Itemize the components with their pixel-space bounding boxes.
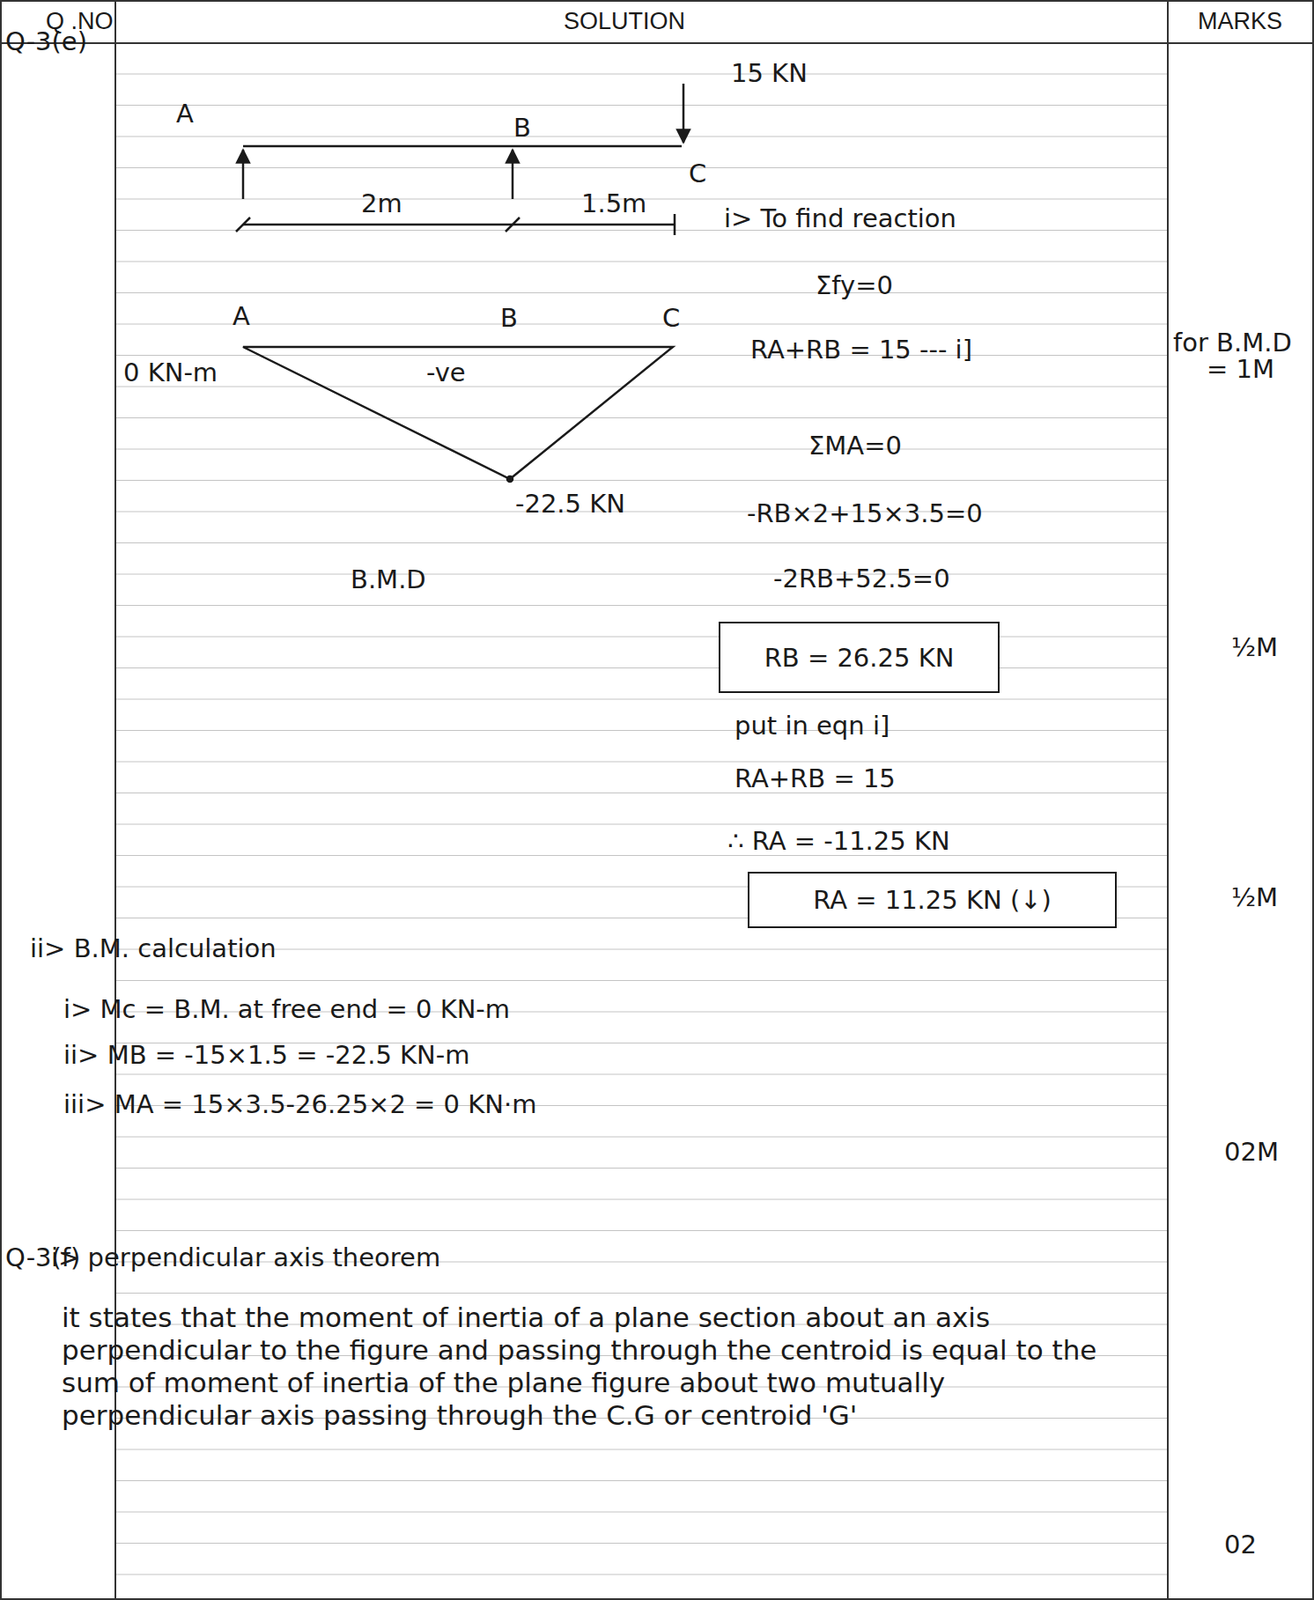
point-label: C <box>688 159 707 189</box>
point-label: B <box>500 303 518 333</box>
beam-sketch <box>236 83 684 482</box>
moment-label: -22.5 KN <box>515 489 626 519</box>
result-text: RA = 11.25 KN (↓) <box>812 885 1052 916</box>
ruled-line <box>115 667 1168 669</box>
ruled-line <box>115 699 1168 701</box>
ruled-line <box>115 479 1168 481</box>
ruled-line <box>115 292 1168 294</box>
ruled-line <box>115 417 1168 419</box>
sign-label: -ve <box>426 358 466 388</box>
marks-note: for B.M.D <box>1173 328 1292 358</box>
point-label: A <box>232 302 251 332</box>
ruled-line <box>115 1449 1168 1451</box>
reaction-arrow <box>242 149 245 200</box>
point-label: C <box>662 303 680 333</box>
equation: RA+RB = 15 --- i] <box>750 335 973 365</box>
ruled-line <box>115 386 1168 388</box>
equation: RA+RB = 15 <box>734 764 896 794</box>
ruled-line <box>115 229 1168 231</box>
marks-note: ½M <box>1231 883 1278 913</box>
ruled-line <box>115 1074 1168 1076</box>
equation: Σfy=0 <box>815 271 894 301</box>
dimension-line <box>243 223 675 227</box>
equation: i> Mc = B.M. at free end = 0 KN-m <box>63 995 510 1025</box>
ruled-line <box>115 1542 1168 1544</box>
load-arrow <box>682 83 686 143</box>
ruled-line <box>115 1292 1168 1294</box>
dimension-tick <box>505 217 520 232</box>
ruled-line <box>115 324 1168 325</box>
dimension-label: 1.5m <box>581 189 647 219</box>
ruled-line <box>115 1136 1168 1138</box>
ruled-line <box>115 1480 1168 1482</box>
ruled-line <box>115 824 1168 826</box>
ruled-line <box>115 792 1168 794</box>
column-header: MARKS <box>1197 7 1283 36</box>
equation: ΣMA=0 <box>808 431 902 461</box>
ruled-line <box>115 354 1168 356</box>
marks-note: 02 <box>1224 1530 1257 1560</box>
ruled-line <box>115 605 1168 606</box>
ruled-line <box>115 761 1168 763</box>
ruled-line <box>115 136 1168 138</box>
bmd-point <box>507 476 513 482</box>
bmd-triangle <box>243 346 673 480</box>
ruled-line <box>115 104 1168 106</box>
equation: iii> MA = 15×3.5-26.25×2 = 0 KN·m <box>63 1090 537 1120</box>
marks-note: ½M <box>1231 633 1278 663</box>
result-box: RA = 11.25 KN (↓) <box>747 871 1117 929</box>
ruled-line <box>115 1167 1168 1169</box>
ruled-line <box>115 1230 1168 1232</box>
equation-note: put in eqn i] <box>734 711 890 741</box>
ruled-line <box>115 542 1168 544</box>
dimension-tick <box>673 214 677 236</box>
point-label: B <box>513 113 532 143</box>
ruled-line <box>115 855 1168 857</box>
step-heading: i> To find reaction <box>723 204 957 234</box>
point-label: A <box>176 99 194 129</box>
ruled-line <box>115 636 1168 638</box>
ruled-line <box>115 1199 1168 1201</box>
moment-label: 0 KN-m <box>123 358 218 388</box>
definition-text: it states that the moment of inertia of … <box>61 1301 1101 1433</box>
reaction-arrow <box>511 149 515 200</box>
step-heading: i> perpendicular axis theorem <box>51 1243 441 1273</box>
ruled-line <box>115 730 1168 731</box>
equation: -RB×2+15×3.5=0 <box>746 499 983 529</box>
column-header: SOLUTION <box>563 7 686 36</box>
dimension-label: 2m <box>361 189 403 219</box>
ruled-line <box>115 511 1168 513</box>
ruled-line <box>115 167 1168 169</box>
ruled-line <box>115 449 1168 451</box>
result-text: RB = 26.25 KN <box>764 642 955 673</box>
marks-note: = 1M <box>1206 354 1275 384</box>
ruled-line <box>115 1512 1168 1514</box>
ruled-line <box>115 261 1168 263</box>
beam-line <box>243 145 682 148</box>
result-box: RB = 26.25 KN <box>718 621 1000 694</box>
ruled-line <box>115 1574 1168 1576</box>
load-label: 15 KN <box>730 59 808 89</box>
equation: ∴ RA = -11.25 KN <box>727 826 951 857</box>
equation: ii> MB = -15×1.5 = -22.5 KN-m <box>63 1040 470 1071</box>
marks-note: 02M <box>1224 1137 1279 1167</box>
ruled-line <box>115 574 1168 576</box>
ruled-line <box>115 980 1168 982</box>
diagram-caption: B.M.D <box>350 565 427 595</box>
step-heading: ii> B.M. calculation <box>29 934 277 964</box>
dimension-tick <box>236 217 251 232</box>
ruled-line <box>115 73 1168 75</box>
question-number: Q-3(e) <box>5 27 88 57</box>
equation: -2RB+52.5=0 <box>773 564 951 594</box>
